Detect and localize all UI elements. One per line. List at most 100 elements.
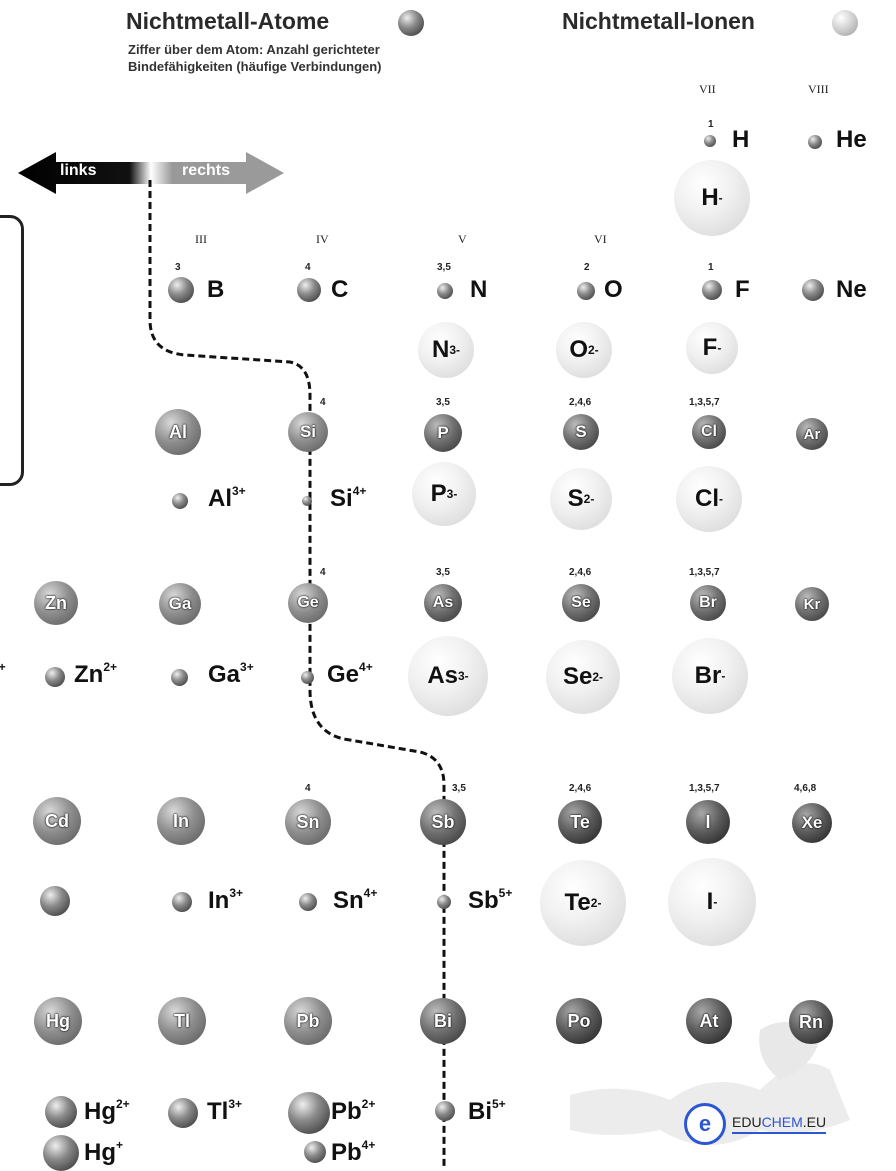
cation-ga-sphere [171, 669, 188, 686]
educhem-logo-badge: e [684, 1103, 726, 1145]
atom-sb: Sb [420, 799, 466, 845]
cation-pb2: Pb2+ [331, 1097, 376, 1125]
atom-rn: Rn [789, 1000, 833, 1044]
atom-se: Se [562, 584, 600, 622]
valence-b: 3 [175, 262, 181, 273]
atom-n-sphere [437, 283, 453, 299]
atom-xe: Xe [792, 803, 832, 843]
cation-hg1: Hg+ [84, 1138, 124, 1166]
cation-pb4: Pb4+ [331, 1138, 376, 1166]
cation-pb4-sphere [304, 1141, 326, 1163]
valence-p: 3,5 [436, 397, 450, 408]
educhem-logo-text: EDUCHEM.EU [732, 1114, 827, 1134]
atom-c-symbol: C [331, 276, 349, 303]
atom-kr: Kr [795, 587, 829, 621]
valence-xe: 4,6,8 [794, 783, 817, 794]
atom-cl: Cl [692, 415, 726, 449]
atom-hg: Hg [34, 997, 82, 1045]
cation-si: Si4+ [330, 484, 367, 512]
atom-n-symbol: N [470, 276, 488, 303]
cation-sb: Sb5+ [468, 886, 513, 914]
educhem-logo[interactable]: e EDUCHEM.EU [684, 1101, 844, 1147]
atom-o-sphere [577, 282, 595, 300]
atom-cd: Cd [33, 797, 81, 845]
arrow-left-label: links [60, 162, 97, 179]
atom-bi: Bi [420, 998, 466, 1044]
ion-f: F- [686, 322, 738, 374]
atom-po: Po [556, 998, 602, 1044]
cation-si-sphere [302, 496, 312, 506]
group-label-vi: VI [594, 232, 607, 246]
ion-cl: Cl- [676, 466, 742, 532]
atom-in: In [157, 797, 205, 845]
atom-h-sphere [704, 135, 716, 147]
legend-atoms-sub1: Ziffer über dem Atom: Anzahl gerichteter [128, 42, 380, 57]
cation-ge: Ge4+ [327, 660, 373, 688]
atom-al: Al [155, 409, 201, 455]
valence-te: 2,4,6 [569, 783, 592, 794]
atom-s: S [563, 414, 599, 450]
cation-zn-sphere [45, 667, 65, 687]
atom-he-symbol: He [836, 126, 867, 153]
valence-se: 2,4,6 [569, 567, 592, 578]
atom-tl: Tl [158, 997, 206, 1045]
valence-as: 3,5 [436, 567, 450, 578]
cation-in: In3+ [208, 886, 244, 914]
group-label-v: V [458, 232, 467, 246]
atom-o-symbol: O [604, 276, 623, 303]
valence-sb: 3,5 [452, 783, 466, 794]
atom-as: As [424, 584, 462, 622]
atom-b-symbol: B [207, 276, 225, 303]
atom-sn: Sn [285, 799, 331, 845]
valence-c: 4 [305, 262, 311, 273]
cation-in-sphere [172, 892, 192, 912]
legend-atoms-title: Nichtmetall-Atome [126, 8, 330, 34]
cation-cd-sphere [40, 886, 70, 916]
cation-sn-sphere [299, 893, 317, 911]
cation-edge-1: ​2+ [0, 660, 6, 674]
cation-al-sphere [172, 493, 188, 509]
atom-legend-sphere [398, 10, 424, 36]
legend-atoms-sub2: Bindefähigkeiten (häufige Verbindungen) [128, 59, 382, 74]
valence-s: 2,4,6 [569, 397, 592, 408]
legend-ions-title: Nichtmetall-Ionen [562, 8, 755, 34]
valence-o: 2 [584, 262, 590, 273]
atom-c-sphere [297, 278, 321, 302]
cation-ga: Ga3+ [208, 660, 254, 688]
cation-sn: Sn4+ [333, 886, 378, 914]
cation-zn: Zn2+ [74, 660, 118, 688]
group-label-iii: III [195, 232, 207, 246]
valence-si: 4 [320, 397, 326, 408]
atom-ne-sphere [802, 279, 824, 301]
atom-zn: Zn [34, 581, 78, 625]
atom-at: At [686, 998, 732, 1044]
cation-hg1-sphere [43, 1135, 79, 1171]
atom-he-sphere [808, 135, 822, 149]
atom-ar: Ar [796, 418, 828, 450]
ion-br: Br- [672, 638, 748, 714]
valence-f: 1 [708, 262, 714, 273]
valence-cl: 1,3,5,7 [689, 397, 720, 408]
atom-p: P [424, 414, 462, 452]
cation-hg2: Hg2+ [84, 1097, 130, 1125]
atom-br: Br [690, 585, 726, 621]
cation-ge-sphere [301, 671, 314, 684]
cation-bi: Bi5+ [468, 1097, 506, 1125]
atom-h-symbol: H [732, 126, 750, 153]
atom-b-sphere [168, 277, 194, 303]
atom-ge: Ge [288, 583, 328, 623]
cation-pb2-sphere [288, 1092, 330, 1134]
ion-i: I- [668, 858, 756, 946]
valence-sn: 4 [305, 783, 311, 794]
cation-hg2-sphere [45, 1096, 77, 1128]
valence-ge: 4 [320, 567, 326, 578]
atom-i: I [686, 800, 730, 844]
cation-al: Al3+ [208, 484, 246, 512]
